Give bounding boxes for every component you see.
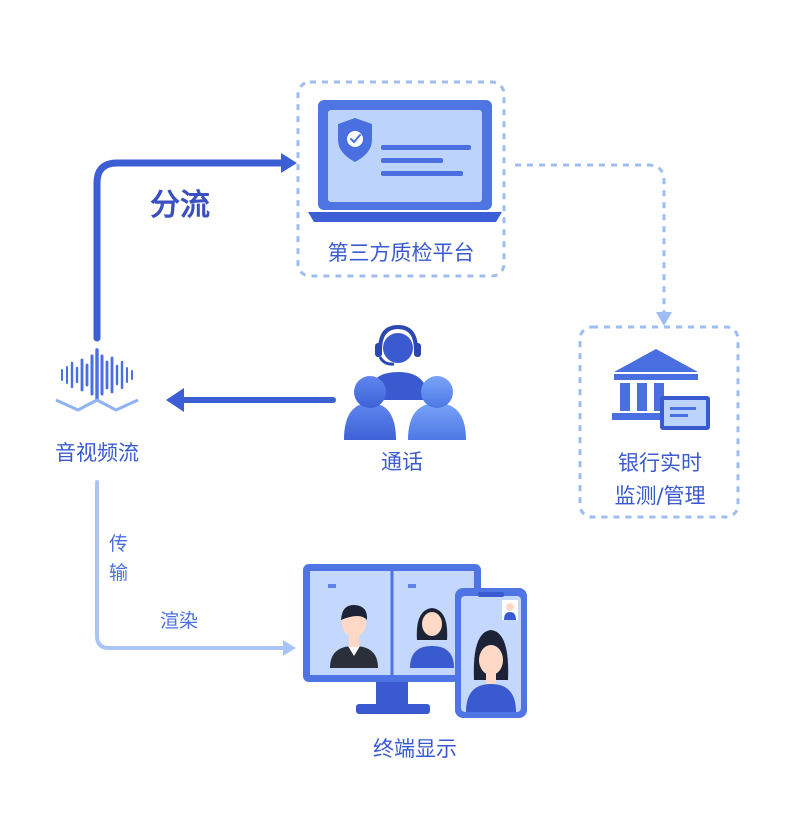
bank-building-icon: [612, 349, 710, 430]
qc-platform-label: 第三方质检平台: [327, 241, 475, 265]
terminal-label: 终端显示: [373, 737, 457, 761]
call-arrowhead: [166, 388, 184, 412]
monitor-phone-video-icon: [303, 564, 527, 718]
transmit-label-char2: 输: [109, 562, 129, 584]
render-label: 渲染: [160, 610, 199, 632]
transmit-label-char1: 传: [109, 533, 129, 555]
waveform-icon: [61, 348, 133, 402]
transmit-arrow: [95, 480, 286, 650]
split-arrow: [93, 159, 287, 342]
qc-to-bank-arrowhead: [656, 312, 672, 326]
customer-right-icon: [408, 376, 466, 440]
transmit-arrowhead: [283, 640, 296, 656]
av-stream-label: 音视频流: [55, 441, 139, 465]
qc-to-bank-connector: [515, 163, 666, 314]
waveform-baseline: [55, 398, 139, 412]
bank-label-line1: 银行实时: [618, 451, 702, 475]
split-arrowhead: [281, 153, 297, 173]
call-label: 通话: [381, 450, 423, 474]
split-label: 分流: [150, 188, 210, 223]
bank-label-line2: 监测/管理: [614, 484, 706, 508]
customer-left-icon: [344, 376, 396, 440]
laptop-shield-icon: [308, 100, 502, 222]
qc-platform-box: [296, 80, 506, 278]
